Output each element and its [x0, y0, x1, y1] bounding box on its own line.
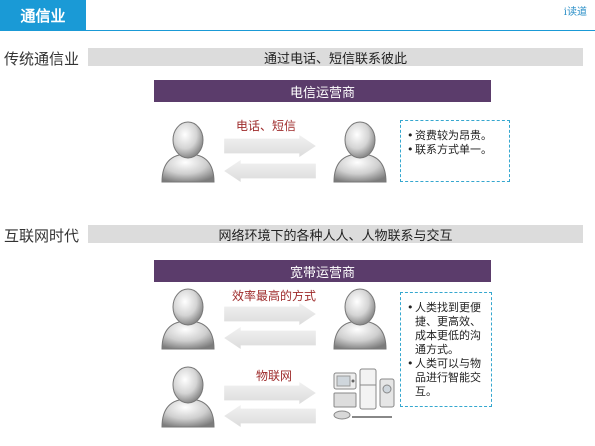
- arrow-left-icon: [220, 327, 320, 349]
- arrow-left-icon: [220, 160, 320, 182]
- arrow-right-icon: [220, 303, 320, 325]
- section1-title: 传统通信业: [4, 50, 80, 68]
- arrow-left-icon: [220, 405, 320, 427]
- section2-banner: 网络环境下的各种人人、人物联系与交互: [88, 225, 583, 244]
- appliance-icon: [333, 368, 395, 420]
- section2-notes: 人类找到更便捷、更高效、成本更低的沟通方式。 人类可以与物品进行智能交互。: [400, 292, 492, 407]
- section2-operator-bar: 宽带运营商: [154, 260, 491, 282]
- note-item: 联系方式单一。: [407, 143, 503, 157]
- person-icon: [158, 287, 218, 351]
- header-divider: [0, 30, 595, 31]
- section2-arrow-label-2: 物联网: [256, 369, 293, 383]
- section1-operator-bar: 电信运营商: [154, 80, 491, 102]
- section-tag: 通信业: [0, 0, 86, 30]
- arrow-right-icon: [220, 382, 320, 404]
- person-icon: [330, 287, 390, 351]
- note-item: 资费较为昂贵。: [407, 129, 503, 143]
- section1-banner: 通过电话、短信联系彼此: [88, 48, 583, 67]
- section2-title: 互联网时代: [4, 227, 80, 245]
- section1-arrow-label: 电话、短信: [236, 119, 297, 133]
- note-item: 人类找到更便捷、更高效、成本更低的沟通方式。: [407, 301, 485, 357]
- note-item: 人类可以与物品进行智能交互。: [407, 357, 485, 399]
- arrow-right-icon: [220, 135, 320, 157]
- person-icon: [158, 120, 218, 184]
- section1-notes: 资费较为昂贵。 联系方式单一。: [400, 120, 510, 182]
- brand-logo: i读道: [563, 7, 587, 18]
- person-icon: [158, 365, 218, 429]
- person-icon: [330, 120, 390, 184]
- section2-arrow-label-1: 效率最高的方式: [232, 289, 317, 303]
